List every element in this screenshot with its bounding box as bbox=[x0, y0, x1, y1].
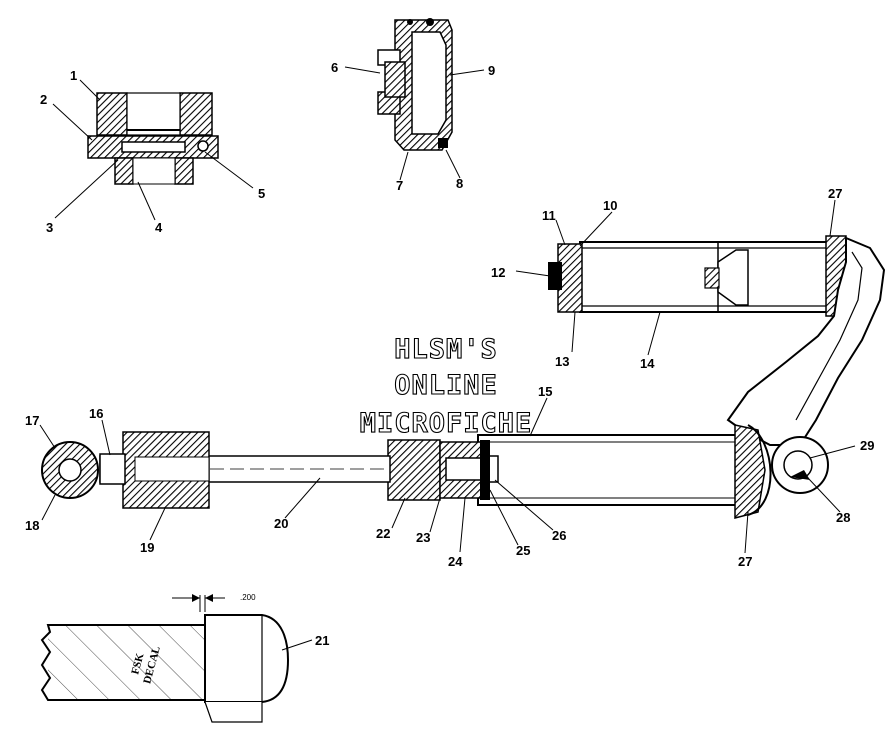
callout-29: 29 bbox=[860, 438, 874, 453]
leader-lines bbox=[39, 66, 856, 651]
reservoir-assembly bbox=[548, 235, 847, 317]
callout-18: 18 bbox=[25, 518, 39, 533]
callout-27-bottom: 27 bbox=[738, 554, 752, 569]
callout-2: 2 bbox=[40, 92, 47, 107]
callout-5: 5 bbox=[258, 186, 265, 201]
shaft-assembly bbox=[41, 431, 391, 509]
callout-16: 16 bbox=[89, 406, 103, 421]
callout-26: 26 bbox=[552, 528, 566, 543]
callout-23: 23 bbox=[416, 530, 430, 545]
callout-27-top: 27 bbox=[828, 186, 842, 201]
callout-13: 13 bbox=[555, 354, 569, 369]
callout-8: 8 bbox=[456, 176, 463, 191]
callout-1: 1 bbox=[70, 68, 77, 83]
callout-4: 4 bbox=[155, 220, 163, 235]
callout-7: 7 bbox=[396, 178, 403, 193]
callout-15: 15 bbox=[538, 384, 552, 399]
callout-17: 17 bbox=[25, 413, 39, 428]
callout-20: 20 bbox=[274, 516, 288, 531]
decal-detail: .200 FSK DECAL bbox=[40, 593, 290, 723]
callout-12: 12 bbox=[491, 265, 505, 280]
shock-body bbox=[477, 424, 829, 519]
seal-assembly-detail bbox=[87, 92, 219, 185]
callout-19: 19 bbox=[140, 540, 154, 555]
callout-25: 25 bbox=[516, 543, 530, 558]
dimension-label: .200 bbox=[240, 593, 256, 602]
callout-3: 3 bbox=[46, 220, 53, 235]
callout-21: 21 bbox=[315, 633, 329, 648]
watermark-line1: HLSM'S bbox=[394, 334, 498, 365]
bumper-cap-detail bbox=[377, 18, 453, 151]
piston-assembly bbox=[387, 439, 499, 501]
decal-label-line1: FSK bbox=[129, 652, 146, 676]
watermark-line3: MICROFICHE bbox=[360, 408, 533, 439]
callout-22: 22 bbox=[376, 526, 390, 541]
callout-6: 6 bbox=[331, 60, 338, 75]
watermark: HLSM'S ONLINE MICROFICHE bbox=[359, 333, 533, 439]
callout-9: 9 bbox=[488, 63, 495, 78]
callout-labels: 1 2 3 4 5 6 7 8 9 10 11 12 13 14 15 16 1… bbox=[25, 60, 874, 648]
watermark-line2: ONLINE bbox=[394, 370, 498, 401]
callout-10: 10 bbox=[603, 198, 617, 213]
callout-11: 11 bbox=[542, 208, 556, 223]
callout-28: 28 bbox=[836, 510, 850, 525]
callout-14: 14 bbox=[640, 356, 655, 371]
callout-24: 24 bbox=[448, 554, 463, 569]
